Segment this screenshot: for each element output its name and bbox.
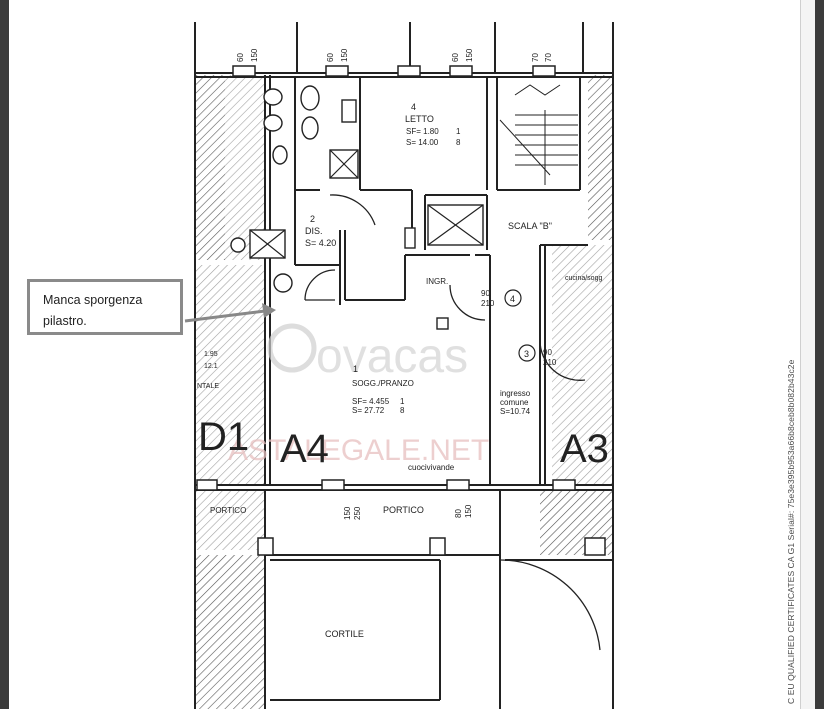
svg-text:1: 1: [400, 397, 405, 406]
svg-text:210: 210: [481, 299, 495, 308]
room-number-letto: 4: [411, 102, 416, 112]
annotation-line-2: pilastro.: [43, 314, 87, 328]
room-s-letto: S= 14.00: [406, 138, 439, 147]
room-name-letto: LETTO: [405, 114, 434, 124]
room-portico: PORTICO: [383, 505, 424, 515]
svg-text:1.95: 1.95: [204, 351, 218, 358]
unit-label-d1: D1: [198, 415, 249, 459]
hatched-wall-right-mid: [552, 245, 613, 485]
room-s-sogg: S= 27.72: [352, 406, 385, 415]
room-number-dis: 2: [310, 214, 315, 224]
svg-text:8: 8: [456, 138, 461, 147]
unit-label-a3: A3: [560, 427, 609, 471]
hatched-wall-left-top: [195, 75, 225, 260]
hatched-wall-left-bottom: [195, 555, 265, 709]
watermark-astalegale: ASTALEGALE.NET: [228, 434, 489, 467]
svg-text:8: 8: [400, 406, 405, 415]
room-name-scala: SCALA "B": [508, 221, 552, 231]
annotation-box: Manca sporgenza pilastro.: [27, 279, 183, 335]
svg-text:250: 250: [353, 506, 362, 520]
marker-4: 4: [510, 294, 515, 304]
room-portico-left: PORTICO: [210, 506, 246, 515]
svg-text:60: 60: [451, 53, 460, 62]
room-sf-sogg: SF= 4.455: [352, 397, 390, 406]
svg-text:150: 150: [465, 48, 474, 62]
svg-text:60: 60: [236, 53, 245, 62]
svg-text:60: 60: [326, 53, 335, 62]
viewer-frame-left: [0, 0, 9, 709]
room-left-neighbour: NTALE: [197, 383, 219, 390]
hatched-wall-right-top: [588, 75, 613, 240]
svg-text:150: 150: [250, 48, 259, 62]
unit-label-a4: A4: [280, 427, 329, 471]
room-sf-letto: SF= 1.80: [406, 127, 439, 136]
svg-text:1: 1: [456, 127, 461, 136]
svg-text:150: 150: [340, 48, 349, 62]
viewer-frame-right-edge: [815, 0, 824, 709]
svg-text:12.1: 12.1: [204, 363, 218, 370]
svg-text:90: 90: [481, 289, 490, 298]
room-cuocivivande: cuocivivande: [408, 463, 455, 472]
room-name-sogg: SOGG./PRANZO: [352, 379, 414, 388]
room-ingresso-l1: ingresso: [500, 389, 531, 398]
room-ingresso-s: S=10.74: [500, 407, 531, 416]
room-number-sogg: 1: [353, 364, 358, 374]
annotation-line-1: Manca sporgenza: [43, 293, 143, 307]
svg-text:90: 90: [543, 348, 552, 357]
svg-text:150: 150: [343, 506, 352, 520]
room-name-dis: DIS.: [305, 226, 323, 236]
svg-text:70: 70: [531, 53, 540, 62]
room-s-dis: S= 4.20: [305, 238, 336, 248]
room-right-neighbour: cucina/sogg: [565, 275, 602, 282]
marker-3: 3: [524, 349, 529, 359]
watermark-immovaca: ovacas: [267, 323, 468, 383]
room-cortile: CORTILE: [325, 629, 364, 639]
svg-text:ovacas: ovacas: [316, 330, 468, 383]
svg-text:210: 210: [543, 358, 557, 367]
svg-text:150: 150: [464, 504, 473, 518]
room-name-ingr: INGR.: [426, 277, 448, 286]
room-ingresso-l2: comune: [500, 398, 529, 407]
svg-text:70: 70: [544, 53, 553, 62]
hatched-wall-left-mid: [195, 265, 265, 485]
svg-text:80: 80: [454, 509, 463, 518]
